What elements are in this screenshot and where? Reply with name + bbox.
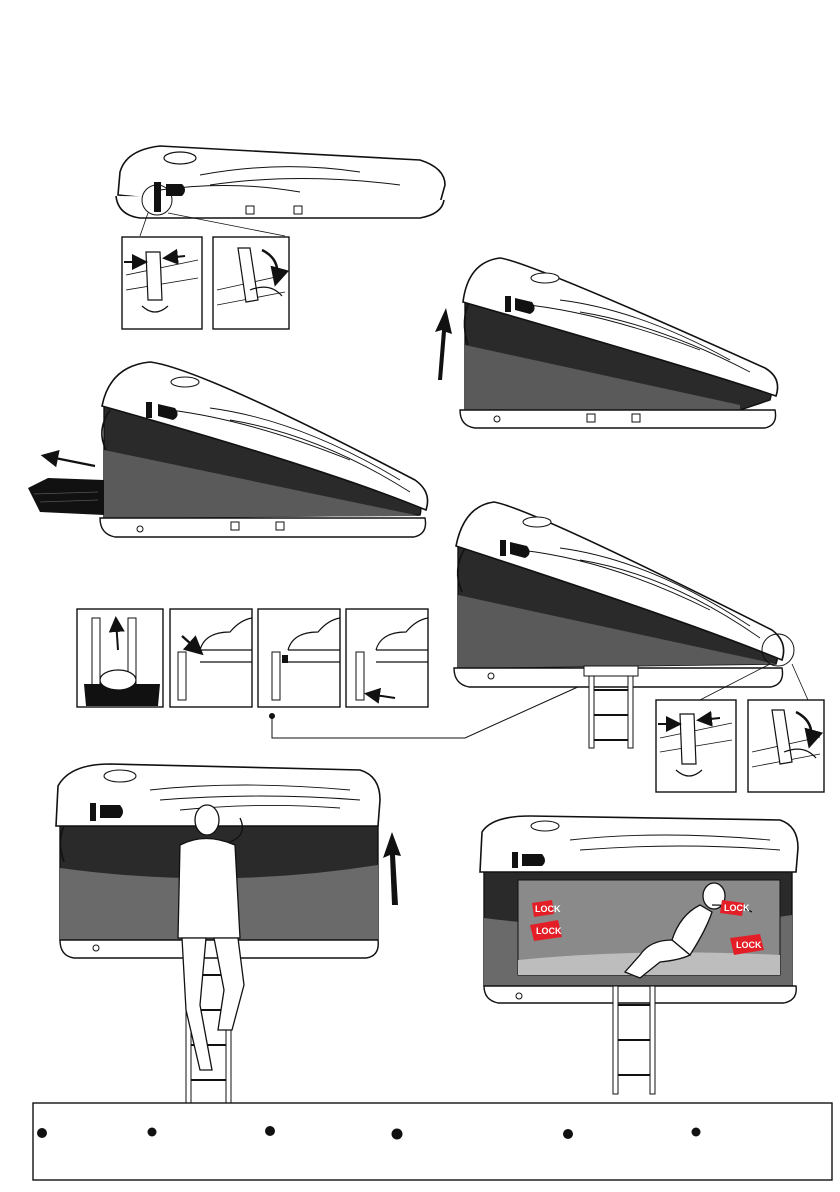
legend-box <box>33 1103 832 1180</box>
lock-tag-3-text: LOCK <box>724 903 750 913</box>
lock-tag-4-text: LOCK <box>736 940 762 950</box>
ladder-detail-3 <box>258 609 340 707</box>
detail-latch-open-2 <box>656 700 736 792</box>
legend-bullet-5 <box>563 1129 573 1139</box>
step6-interior-lock <box>480 816 798 1094</box>
step5-tent-raised-person-ladder <box>56 764 380 1105</box>
step3-tent-tilted-ladder <box>28 362 428 537</box>
ladder-detail-2 <box>170 609 252 707</box>
step4-tent-with-ladder <box>454 502 794 748</box>
up-arrow-step5 <box>383 832 401 905</box>
legend-bullet-3 <box>265 1126 275 1136</box>
detail-latch-open-1 <box>122 237 202 329</box>
ladder-detail-1 <box>77 609 163 707</box>
detail-latch-release-1 <box>213 237 289 329</box>
detail-latch-release-2 <box>748 700 824 792</box>
step2-tent-raising <box>460 258 778 428</box>
up-arrow-step2 <box>435 308 452 380</box>
left-arrow-step3 <box>45 456 95 466</box>
legend-bullet-6 <box>692 1128 701 1137</box>
legend-bullet-1 <box>37 1128 47 1138</box>
step1-closed-tent <box>116 146 445 218</box>
lock-tag-2-text: LOCK <box>536 926 562 936</box>
lock-tag-1-text: LOCK <box>535 904 561 914</box>
ladder-detail-4 <box>346 609 428 707</box>
legend-bullet-4 <box>392 1129 403 1140</box>
legend-bullet-2 <box>148 1128 157 1137</box>
